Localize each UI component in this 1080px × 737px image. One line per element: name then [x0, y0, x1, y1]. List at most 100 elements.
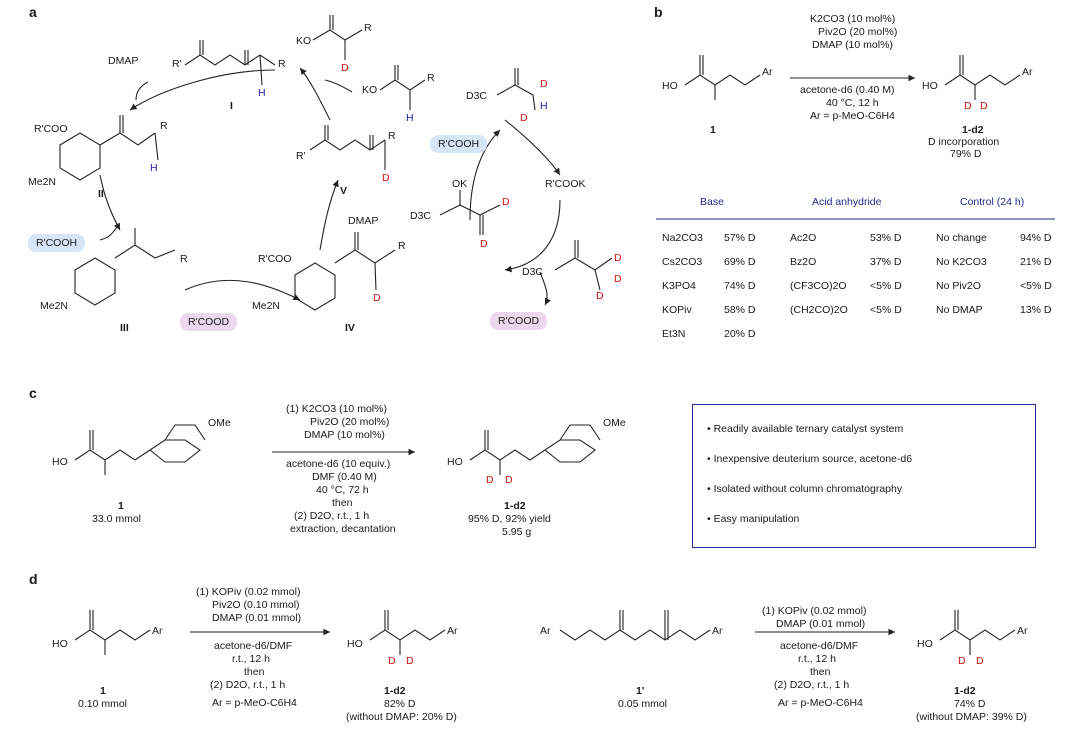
- h-ii: H: [150, 162, 158, 174]
- d-iv: D: [373, 292, 381, 304]
- d-left-ho-product: HO: [347, 638, 363, 650]
- r-prime-v: R': [296, 150, 306, 162]
- c-ho-product: HO: [447, 456, 463, 468]
- d-left-cond-8: Ar = p-MeO-C6H4: [212, 697, 297, 709]
- c-cond-2: Piv2O (20 mol%): [310, 416, 390, 428]
- c-cond-8: (2) D2O, r.t., 1 h: [294, 510, 370, 522]
- d-left-ar-product: Ar: [447, 625, 458, 637]
- d-right-cond-3: acetone-d6/DMF: [780, 640, 859, 652]
- c-cond-6: 40 °C, 72 h: [316, 484, 369, 496]
- d-ketone-3: D: [596, 290, 604, 302]
- b-product-note: D incorporation: [928, 136, 1000, 148]
- d-left-cond-2: Piv2O (0.10 mmol): [212, 599, 300, 611]
- b-ho-sm: HO: [662, 80, 678, 92]
- b-ar-product: Ar: [1022, 66, 1033, 78]
- c-cond-9: extraction, decantation: [290, 523, 396, 535]
- ok-label: OK: [452, 178, 468, 190]
- c-cond-5: DMF (0.40 M): [312, 471, 377, 483]
- d3c-enol-label: D3C: [410, 210, 432, 222]
- table-cell: (CH2CO)2O: [790, 304, 848, 316]
- d-left-product-label: 1-d2: [384, 685, 406, 697]
- ko-top-label: KO: [296, 35, 312, 47]
- d-right-d-1: D: [958, 655, 966, 667]
- d3c-top-label: D3C: [466, 90, 488, 102]
- rcook-label: R'COOK: [545, 178, 586, 190]
- panel-label-b: b: [654, 4, 663, 20]
- table-cell: <5% D: [870, 304, 902, 316]
- table-cell: 58% D: [724, 304, 756, 316]
- b-cond-1: K2CO3 (10 mol%): [810, 13, 896, 25]
- b-product-value: 79% D: [950, 148, 982, 160]
- d-right-cond-7: Ar = p-MeO-C6H4: [778, 697, 863, 709]
- rcoo-ii-label: R'COO: [34, 123, 68, 135]
- c-sm-label: 1: [118, 500, 124, 512]
- c-product-label: 1-d2: [504, 500, 526, 512]
- d-right-cond-4: r.t., 12 h: [798, 653, 836, 665]
- d-right-ho-product: HO: [917, 638, 933, 650]
- b-cond-4: acetone-d6 (0.40 M): [800, 84, 895, 96]
- h-acetone-top: H: [540, 100, 548, 112]
- c-ome-product: OMe: [603, 417, 626, 429]
- d-left-cond-6: then: [244, 666, 265, 678]
- b-product-label: 1-d2: [962, 124, 984, 136]
- b-cond-5: 40 °C, 12 h: [826, 97, 879, 109]
- table-cell: No K2CO3: [936, 256, 987, 268]
- b-cond-2: Piv2O (20 mol%): [818, 26, 898, 38]
- d3c-ketone-label: D3C: [522, 266, 544, 278]
- table-cell: 94% D: [1020, 232, 1052, 244]
- d-enol-2: D: [480, 238, 488, 250]
- me2n-iii-label: Me2N: [40, 300, 69, 312]
- c-cond-3: DMAP (10 mol%): [304, 429, 385, 441]
- d-left-cond-5: r.t., 12 h: [232, 653, 270, 665]
- compound-ii-label: II: [98, 188, 104, 200]
- d-left-cond-4: acetone-d6/DMF: [214, 640, 293, 652]
- c-sm-amount: 33.0 mmol: [92, 513, 142, 525]
- me2n-iv-label: Me2N: [252, 300, 281, 312]
- bullet-text: Isolated without column chromatography: [713, 483, 903, 495]
- b-d-product-2: D: [980, 100, 988, 112]
- d-right-ar-left: Ar: [540, 625, 551, 637]
- table-cell: 21% D: [1020, 256, 1052, 268]
- c-product-mass: 5.95 g: [502, 526, 532, 538]
- table-cell: K3PO4: [662, 280, 696, 292]
- compound-i-label: I: [230, 100, 233, 112]
- table-cell: Et3N: [662, 328, 686, 340]
- r-prime-i: R': [172, 58, 182, 70]
- table-cell: Ac2O: [790, 232, 817, 244]
- table-cell: 69% D: [724, 256, 756, 268]
- d-left-d-1: D: [388, 655, 396, 667]
- compound-iii-label: III: [120, 322, 129, 334]
- c-product-result: 95% D, 92% yield: [468, 513, 551, 525]
- table-header-anhydride: Acid anhydride: [812, 196, 882, 208]
- b-sm-label: 1: [710, 124, 716, 136]
- rcooh-pill-right: R'COOH: [430, 135, 488, 153]
- d-left-ho-sm: HO: [52, 638, 68, 650]
- r-ko-top: R: [364, 22, 372, 34]
- r-i: R: [278, 58, 286, 70]
- bullet-item: • Inexpensive deuterium source, acetone-…: [707, 453, 913, 465]
- h-ko-mid: H: [406, 112, 414, 124]
- table-cell: 74% D: [724, 280, 756, 292]
- d-right-cond-2: DMAP (0.01 mmol): [776, 618, 866, 630]
- d-left-sm-amount: 0.10 mmol: [78, 698, 128, 710]
- b-d-product-1: D: [964, 100, 972, 112]
- bullet-text: Inexpensive deuterium source, acetone-d6: [713, 453, 913, 465]
- table-cell: Na2CO3: [662, 232, 703, 244]
- d-left-d-2: D: [406, 655, 414, 667]
- c-cond-4: acetone-d6 (10 equiv.): [286, 458, 391, 470]
- table-header-base: Base: [700, 196, 724, 208]
- d-left-cond-3: DMAP (0.01 mmol): [212, 612, 302, 624]
- c-ho-sm: HO: [52, 456, 68, 468]
- table-cell: <5% D: [1020, 280, 1052, 292]
- panel-label-c: c: [29, 385, 37, 401]
- c-ome-sm: OMe: [208, 417, 231, 429]
- d-right-cond-1: (1) KOPiv (0.02 mmol): [762, 605, 867, 617]
- bullet-item: • Isolated without column chromatography: [707, 483, 903, 495]
- d-left-sm-label: 1: [100, 685, 106, 697]
- table-cell: (CF3CO)2O: [790, 280, 847, 292]
- b-ar-sm: Ar: [762, 66, 773, 78]
- table-cell: Cs2CO3: [662, 256, 703, 268]
- table-cell: No Piv2O: [936, 280, 981, 292]
- table-cell: <5% D: [870, 280, 902, 292]
